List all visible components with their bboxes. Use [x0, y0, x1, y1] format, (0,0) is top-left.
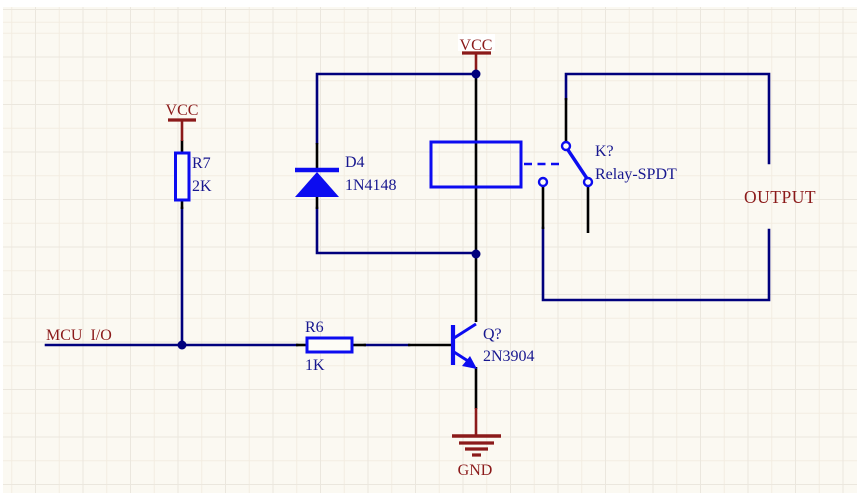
gnd-symbol[interactable]: GND — [452, 408, 501, 479]
vcc-top-halo — [458, 34, 495, 51]
r6-value[interactable]: 1K — [305, 357, 325, 374]
resistor-r7-symbol[interactable]: R7 2K — [174, 151, 213, 202]
relay-k1-symbol[interactable]: K? Relay-SPDT — [429, 140, 677, 189]
junction-vcc-top[interactable] — [471, 69, 481, 79]
output-label[interactable]: OUTPUT — [744, 187, 816, 207]
mcu-io-label[interactable]: MCU I/O — [46, 327, 112, 344]
wire-contact-common-to-output-top[interactable] — [564, 72, 771, 165]
r7-designator[interactable]: R7 — [192, 155, 211, 172]
k1-value[interactable]: Relay-SPDT — [595, 166, 677, 183]
junction-mcu-io-r7[interactable] — [177, 340, 187, 350]
wires — [44, 72, 771, 347]
k1-designator[interactable]: K? — [595, 143, 614, 160]
transistor-q1-symbol[interactable]: Q? 2N3904 — [450, 322, 535, 369]
gnd-label[interactable]: GND — [458, 462, 493, 479]
vcc-left-label[interactable]: VCC — [166, 102, 199, 119]
relay-coil-box-icon[interactable] — [429, 140, 523, 189]
r7-value[interactable]: 2K — [192, 178, 212, 195]
resistor-r6-symbol[interactable]: R6 1K — [305, 319, 354, 374]
relay-armature-icon[interactable] — [566, 148, 590, 182]
q1-designator[interactable]: Q? — [483, 326, 502, 343]
wire-diode-to-collector-node[interactable] — [315, 206, 478, 255]
q1-value[interactable]: 2N3904 — [483, 348, 535, 365]
r7-body-icon[interactable] — [174, 151, 191, 202]
q1-emitter-stroke-icon[interactable] — [453, 350, 469, 363]
wire-contact-no-to-output-bottom[interactable] — [541, 226, 771, 302]
junction-dots — [177, 69, 481, 350]
d4-designator[interactable]: D4 — [345, 154, 365, 171]
vcc-symbol-top[interactable]: VCC — [458, 34, 495, 73]
vcc-symbol-left[interactable]: VCC — [166, 102, 199, 141]
q1-emitter-arrow-icon[interactable] — [462, 356, 477, 369]
r6-body-icon[interactable] — [305, 336, 354, 354]
wire-vcc-rail-left[interactable] — [315, 72, 478, 145]
junction-collector-node[interactable] — [471, 249, 481, 259]
diode-d4-symbol[interactable]: D4 1N4148 — [295, 154, 397, 197]
schematic-grid-sheet — [3, 7, 857, 493]
d4-value[interactable]: 1N4148 — [345, 177, 397, 194]
relay-contact-common-icon[interactable] — [560, 140, 572, 152]
relay-contact-no-icon[interactable] — [537, 176, 549, 188]
relay-contact-nc-icon[interactable] — [582, 176, 594, 188]
q1-collector-stroke-icon[interactable] — [453, 322, 477, 340]
d4-triangle-icon[interactable] — [295, 172, 339, 197]
vcc-top-label[interactable]: VCC — [460, 37, 493, 54]
r6-designator[interactable]: R6 — [305, 319, 324, 336]
